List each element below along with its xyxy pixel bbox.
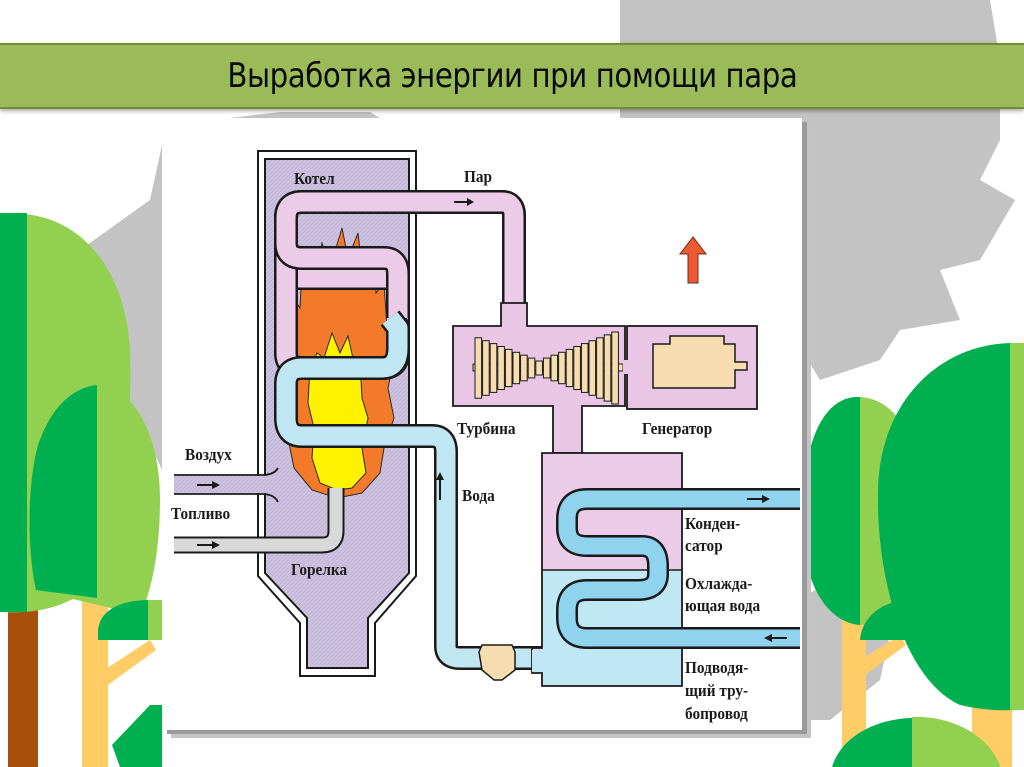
label-condenser-2: сатор [685, 536, 723, 555]
right-arrow-icon [747, 495, 770, 503]
turbine-blade [482, 340, 490, 396]
fuel-pipe [174, 488, 345, 554]
steam-power-diagram: Котел Пар Турбина Генератор Воздух Топли… [162, 118, 802, 730]
air-inlet [174, 467, 279, 503]
right-arrow-icon [197, 481, 220, 489]
turbine-blade [580, 343, 589, 393]
turbine-blade [489, 343, 498, 393]
turbine-blade [611, 331, 619, 405]
label-supply-pipe-2: щий тру- [685, 681, 749, 700]
steam-pipe-upper [274, 190, 526, 323]
left-arrow-icon [764, 634, 787, 642]
bush-right [832, 716, 1000, 767]
turbine-blade [497, 346, 505, 390]
turbine-blade [527, 357, 536, 379]
turbine-blade [596, 337, 604, 399]
turbine-blade [558, 351, 566, 385]
title-bar: Выработка энергии при помощи пара [0, 43, 1024, 109]
up-arrow-icon [678, 236, 708, 284]
pump [478, 644, 516, 681]
generator [623, 325, 758, 410]
turbine-blades [474, 331, 619, 405]
turbine-blade [588, 340, 597, 396]
turbine-blade [573, 346, 581, 390]
right-arrow-icon [197, 541, 220, 549]
turbine-blade [520, 354, 528, 382]
label-supply-pipe-1: Подводя- [685, 658, 749, 677]
tree-left-small [28, 385, 162, 767]
turbine-blade [512, 351, 521, 385]
turbine-blade [550, 354, 559, 382]
label-fuel: Топливо [171, 504, 231, 523]
turbine-blade [542, 357, 551, 379]
right-arrow-icon [454, 198, 474, 206]
turbine-blade [474, 337, 483, 399]
label-supply-pipe-3: бопровод [685, 704, 748, 723]
label-condenser-1: Конден- [685, 514, 741, 533]
label-boiler: Котел [294, 169, 335, 188]
turbine-blade [565, 348, 574, 388]
turbine-blade [504, 348, 513, 388]
label-steam: Пар [464, 167, 493, 186]
turbine-blade [535, 360, 543, 376]
label-air: Воздух [185, 445, 232, 464]
label-cooling-water-2: ющая вода [685, 596, 761, 615]
cooling-pipe [556, 488, 800, 649]
label-water: Вода [462, 486, 495, 505]
turbine [452, 302, 626, 454]
slide-title: Выработка энергии при помощи пара [227, 56, 797, 96]
tree-right-large [877, 343, 1024, 767]
label-cooling-water-1: Охлажда- [685, 574, 753, 593]
diagram-drawing [174, 150, 800, 687]
turbine-blade [603, 334, 612, 402]
up-arrow-icon [436, 472, 444, 500]
label-generator: Генератор [642, 419, 713, 438]
label-turbine: Турбина [457, 419, 516, 438]
label-burner: Горелка [291, 560, 348, 579]
